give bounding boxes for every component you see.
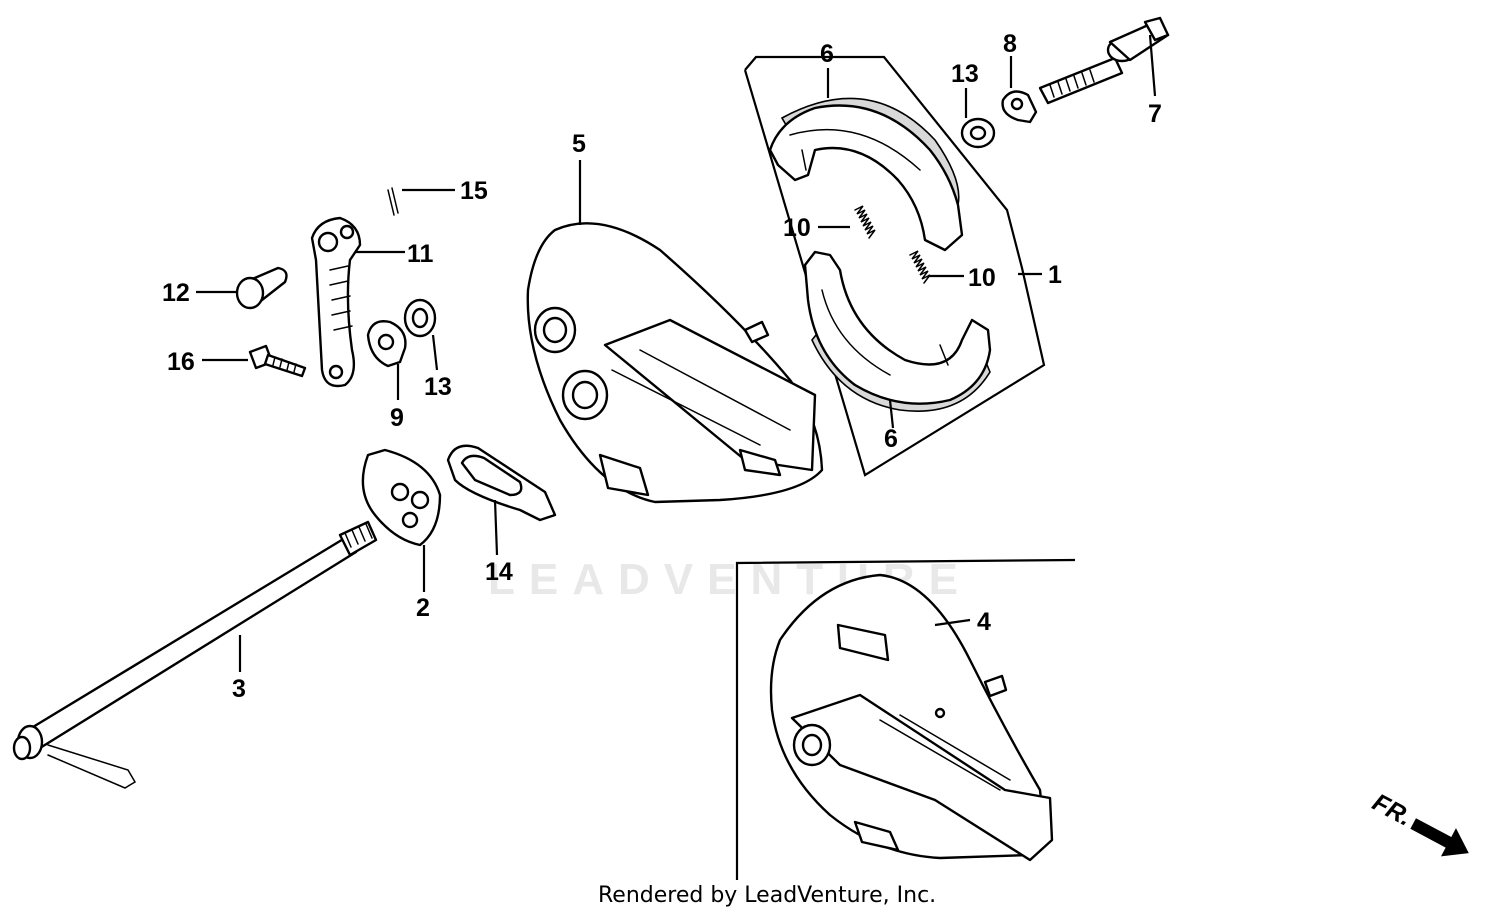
- shoe-spring-upper: [854, 205, 876, 239]
- stopper-plate: [446, 444, 557, 522]
- callout-5: 5: [572, 130, 586, 158]
- brake-panel: [526, 222, 824, 504]
- joint-pin: [235, 266, 288, 310]
- brake-shoe-lower: [803, 250, 992, 412]
- shoe-spring-lower: [909, 250, 931, 284]
- brake-arm: [310, 216, 362, 388]
- brake-cam: [1038, 16, 1170, 105]
- callout-16: 16: [167, 348, 195, 376]
- collar-left: [403, 298, 437, 338]
- credit-text: Rendered by LeadVenture, Inc.: [598, 883, 936, 908]
- leader-lines: [196, 34, 1157, 672]
- callout-14: 14: [485, 558, 513, 586]
- callout-2: 2: [416, 594, 430, 622]
- front-direction-arrow-icon: [1410, 818, 1469, 857]
- front-direction-label: FR.: [1368, 788, 1417, 832]
- callout-11: 11: [407, 240, 434, 268]
- callout-4: 4: [977, 608, 991, 636]
- callout-10-upper: 10: [783, 214, 811, 242]
- callout-8: 8: [1003, 30, 1017, 58]
- washer: [366, 320, 407, 368]
- brake-shoe-upper: [768, 97, 964, 252]
- callout-6-upper: 6: [820, 40, 834, 68]
- brake-panel-assembly: [769, 573, 1054, 862]
- callout-13-left: 13: [424, 373, 452, 401]
- cotter-pin: [387, 187, 399, 216]
- callout-9: 9: [390, 404, 404, 432]
- callout-13-right: 13: [951, 60, 979, 88]
- rear-axle: [12, 520, 378, 789]
- wear-indicator-plate: [1001, 90, 1038, 124]
- callout-1: 1: [1048, 261, 1062, 289]
- callout-3: 3: [232, 675, 246, 703]
- bolt: [248, 344, 307, 378]
- brake-shoe-set-box: [743, 55, 1046, 477]
- collar-right: [960, 117, 996, 149]
- panel-assembly-box: [735, 558, 1076, 880]
- callout-7: 7: [1148, 100, 1162, 128]
- callout-6-lower: 6: [884, 425, 898, 453]
- callout-10-lower: 10: [968, 264, 996, 292]
- callout-labels: 1 2 3 4 5 6 6 7 8 9 10 10 11 12 13 13 14…: [162, 30, 1162, 703]
- callout-12: 12: [162, 279, 190, 307]
- adjuster-plate: [361, 448, 442, 547]
- front-direction-marker: FR.: [1368, 788, 1469, 857]
- callout-15: 15: [460, 177, 488, 205]
